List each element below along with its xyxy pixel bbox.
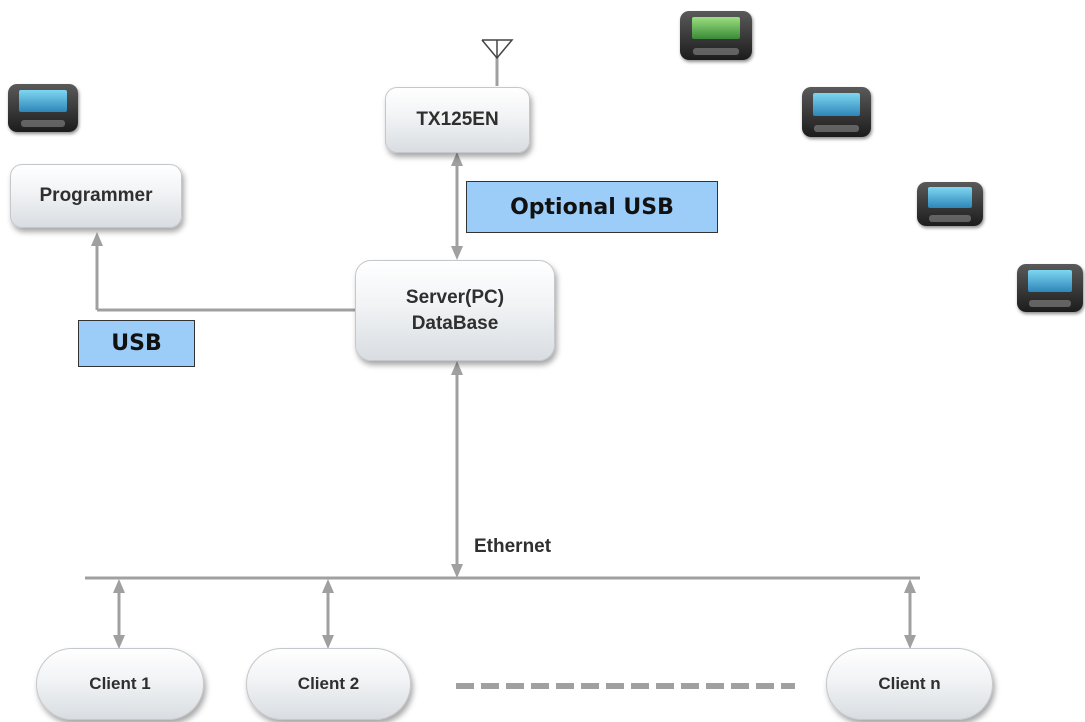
- pager-icon: [680, 11, 752, 60]
- server-node: Server(PC) DataBase: [355, 260, 555, 361]
- arrow-up-bus-2: [322, 579, 334, 593]
- pager-icon: [917, 182, 983, 226]
- antenna-icon: [481, 39, 514, 60]
- client2-label: Client 2: [297, 674, 360, 693]
- client1-label: Client 1: [89, 674, 151, 693]
- arrow-up-bus-1: [113, 579, 125, 593]
- arrow-up-server: [451, 361, 463, 375]
- arrow-up-transmitter: [451, 152, 463, 166]
- arrow-down-bus: [451, 564, 463, 578]
- arrow-down-client1: [113, 635, 125, 649]
- usb-tag: USB: [78, 320, 195, 367]
- transmitter-node: TX125EN: [385, 87, 530, 153]
- optional-usb-tag: Optional USB: [466, 181, 718, 233]
- arrow-down-client2: [322, 635, 334, 649]
- ellipsis-dashes: [456, 683, 795, 689]
- pager-icon: [8, 84, 78, 132]
- pager-icon: [802, 87, 871, 137]
- programmer-label: Programmer: [39, 185, 153, 206]
- client2-node: Client 2: [246, 648, 411, 720]
- usb-label: USB: [111, 331, 162, 356]
- arrow-down-server: [451, 246, 463, 260]
- clientn-node: Client n: [826, 648, 993, 720]
- arrow-up-programmer: [91, 232, 103, 246]
- arrow-down-clientn: [904, 635, 916, 649]
- server-label-line1: Server(PC): [405, 286, 505, 308]
- ethernet-label: Ethernet: [474, 536, 552, 557]
- pager-icon: [1017, 264, 1083, 312]
- arrow-up-bus-n: [904, 579, 916, 593]
- client1-node: Client 1: [36, 648, 204, 720]
- transmitter-label: TX125EN: [416, 109, 499, 130]
- server-label-line2: DataBase: [411, 312, 499, 334]
- clientn-label: Client n: [878, 674, 941, 693]
- optional-usb-label: Optional USB: [510, 194, 674, 220]
- programmer-node: Programmer: [10, 164, 182, 228]
